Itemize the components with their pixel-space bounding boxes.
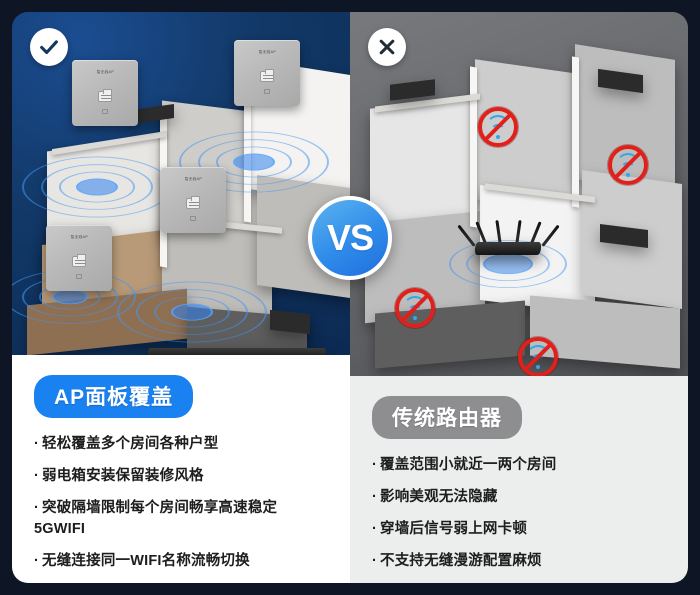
wireless-router[interactable]: [457, 220, 560, 266]
rj45-port-icon: [72, 254, 86, 267]
led-indicator-icon: [102, 109, 108, 114]
ap-wall-panel[interactable]: 智无线AP: [234, 40, 300, 106]
left-photo-floorplan: 智无线AP 智无线AP 智无线AP 智无线AP: [12, 12, 350, 355]
right-text-block: 传统路由器 覆盖范围小就近一两个房间 影响美观无法隐藏 穿墙后信号弱上网卡顿 不…: [350, 375, 688, 583]
wifi-blocked-icon: [478, 107, 518, 147]
list-item: 影响美观无法隐藏: [372, 487, 666, 508]
ap-wall-panel[interactable]: 智无线AP: [160, 167, 226, 233]
vs-badge: VS: [308, 196, 392, 280]
furniture: [390, 79, 435, 101]
poe-switch[interactable]: POE WAN1 WAN2: [148, 348, 326, 355]
furniture: [270, 309, 310, 335]
right-feature-list: 覆盖范围小就近一两个房间 影响美观无法隐藏 穿墙后信号弱上网卡顿 不支持无缝漫游…: [372, 455, 666, 572]
list-item: 弱电箱安装保留装修风格: [34, 466, 328, 487]
wifi-blocked-icon: [518, 337, 558, 376]
list-item: 不支持无缝漫游配置麻烦: [372, 551, 666, 572]
led-indicator-icon: [190, 216, 196, 221]
wifi-blocked-icon: [395, 288, 435, 328]
rj45-port-icon: [98, 89, 112, 102]
ap-panel-label: 智无线AP: [70, 234, 88, 239]
list-item: 覆盖范围小就近一两个房间: [372, 455, 666, 476]
led-indicator-icon: [264, 89, 270, 94]
left-column-ap-panel: 智无线AP 智无线AP 智无线AP 智无线AP: [12, 12, 350, 583]
check-circle-icon: [30, 28, 68, 66]
comparison-card: 智无线AP 智无线AP 智无线AP 智无线AP: [12, 12, 688, 583]
floor-slab: [370, 95, 480, 229]
left-title-pill: AP面板覆盖: [34, 374, 194, 418]
ap-panel-label: 智无线AP: [258, 49, 276, 54]
led-indicator-icon: [76, 274, 82, 279]
ap-panel-label: 智无线AP: [184, 176, 202, 181]
prohibition-ring: [395, 288, 435, 328]
wall: [470, 66, 477, 228]
vs-label: VS: [326, 217, 374, 258]
right-title-pill: 传统路由器: [372, 395, 522, 439]
right-column-traditional-router: 传统路由器 覆盖范围小就近一两个房间 影响美观无法隐藏 穿墙后信号弱上网卡顿 不…: [350, 12, 688, 583]
wall: [572, 56, 579, 208]
rj45-port-icon: [186, 196, 200, 209]
ap-panel-label: 智无线AP: [96, 69, 114, 74]
prohibition-ring: [478, 107, 518, 147]
wifi-blocked-icon: [608, 145, 648, 185]
x-circle-icon: [368, 28, 406, 66]
switch-top-panel: [154, 352, 320, 355]
router-body: [474, 242, 542, 255]
ap-wall-panel[interactable]: 智无线AP: [46, 225, 112, 291]
list-item: 轻松覆盖多个房间各种户型: [34, 434, 328, 455]
prohibition-ring: [608, 145, 648, 185]
list-item: 无缝连接同一WIFI名称流畅切换: [34, 551, 328, 572]
prohibition-ring: [518, 337, 558, 376]
left-text-block: AP面板覆盖 轻松覆盖多个房间各种户型 弱电箱安装保留装修风格 突破隔墙限制每个…: [12, 354, 350, 583]
list-item: 穿墙后信号弱上网卡顿: [372, 519, 666, 540]
ap-wall-panel[interactable]: 智无线AP: [72, 60, 138, 126]
right-photo-floorplan: [350, 12, 688, 376]
rj45-port-icon: [260, 69, 274, 82]
left-feature-list: 轻松覆盖多个房间各种户型 弱电箱安装保留装修风格 突破隔墙限制每个房间畅享高速稳…: [34, 434, 328, 572]
list-item: 突破隔墙限制每个房间畅享高速稳定5GWIFI: [34, 498, 328, 540]
